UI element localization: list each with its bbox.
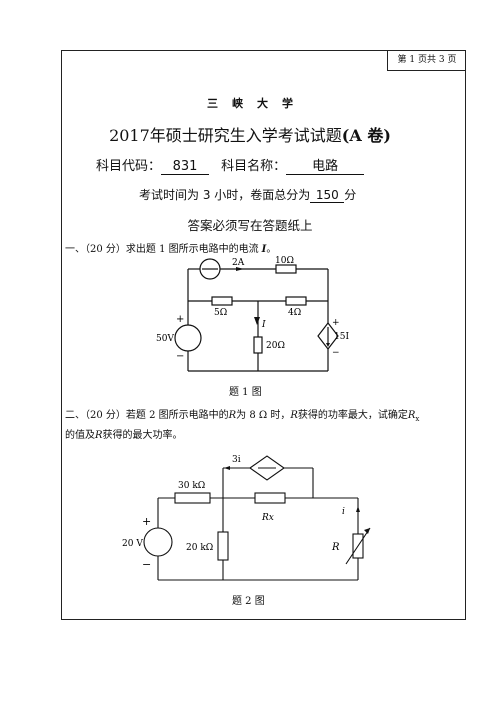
label-plus-2: +: [332, 318, 340, 328]
subject-name: 电路: [286, 155, 365, 175]
resistor-10ohm: [275, 264, 297, 274]
label-30k: 30 kΩ: [178, 481, 205, 491]
subject-name-label: 科目名称：: [221, 159, 287, 174]
label-plus-1: +: [176, 314, 184, 325]
resistor-5ohm: [211, 296, 233, 306]
total-score: 150: [310, 188, 345, 203]
label-20k: 20 kΩ: [186, 543, 213, 553]
label-20ohm: 20Ω: [266, 341, 285, 351]
exam-year: 2017: [109, 126, 150, 145]
label-10ohm: 10Ω: [275, 256, 294, 266]
resistor-20ohm: [253, 336, 263, 354]
circuit-1: 2A 10Ω 5Ω 4Ω I 20Ω 50V + − 15I + −: [156, 256, 349, 372]
label-r: R: [331, 542, 340, 553]
exam-frame: [61, 50, 466, 620]
figure-2-caption: 题 2 图: [232, 596, 265, 607]
label-current-i2: i: [342, 507, 345, 517]
q2-text-2a: 的值及: [65, 430, 95, 441]
label-5ohm: 5Ω: [214, 308, 227, 318]
q1-text: 一、（20 分）求出题 1 图所示电路中的电流: [65, 244, 259, 255]
answer-note: 答案必须写在答题纸上: [187, 218, 313, 233]
question-2-line-2: 的值及R获得的最大功率。: [65, 426, 183, 441]
label-3i: 3i: [232, 455, 241, 465]
q1-var: I: [261, 244, 267, 255]
q1-end: 。: [266, 244, 277, 255]
exam-title: 2017年硕士研究生入学考试试题(A 卷): [0, 122, 500, 146]
label-minus-2: −: [332, 348, 340, 358]
page-info: 第 1 页共 3 页: [387, 50, 466, 71]
q2-var-rx-sub: x: [415, 415, 420, 423]
dependent-source-15i: [317, 322, 339, 350]
resistor-4ohm: [285, 296, 307, 306]
label-plus-3: +: [142, 515, 151, 528]
subject-code-label: 科目代码：: [96, 159, 162, 174]
label-minus-1: −: [176, 351, 184, 362]
label-2a: 2A: [232, 258, 245, 268]
exam-paper: (A 卷): [341, 126, 391, 145]
time-text: 考试时间为 3 小时，卷面总分为: [139, 188, 311, 202]
subject-line: 科目代码：831 科目名称：电路: [96, 155, 365, 175]
school-name: 三峡大学: [207, 97, 307, 110]
label-4ohm: 4Ω: [288, 308, 301, 318]
resistor-20k: [217, 531, 229, 561]
label-current-i: I: [261, 320, 266, 330]
label-20v: 20 V: [122, 539, 143, 549]
q2-var-r3: R: [95, 430, 103, 441]
exam-title-text: 年硕士研究生入学考试试题: [149, 126, 342, 145]
label-50v: 50V: [156, 334, 174, 344]
q2-var-rx: R: [407, 410, 416, 421]
resistor-r: [352, 533, 364, 559]
label-15i: 15I: [334, 332, 349, 342]
q2-text-2c: 获得的最大功率。: [102, 430, 183, 441]
dependent-source-3i: [249, 455, 285, 481]
label-rx: Rx: [261, 513, 274, 523]
resistor-30k: [174, 492, 211, 504]
time-text-end: 分: [344, 188, 357, 202]
voltage-source-50v: [174, 324, 202, 352]
q2-text-a: 二、（20 分）若题 2 图所示电路中的: [65, 410, 229, 421]
voltage-source-20v: [143, 527, 173, 557]
q2-text-e: 获得的功率最大，试确定: [297, 410, 408, 421]
label-minus-3: −: [142, 558, 151, 571]
q2-var-r2: R: [290, 410, 298, 421]
resistor-rx: [254, 492, 286, 504]
current-source-2a: [199, 258, 221, 280]
figure-1-caption: 题 1 图: [229, 387, 262, 398]
q2-text-c: 为 8 Ω 时，: [236, 410, 291, 421]
question-2-line-1: 二、（20 分）若题 2 图所示电路中的R为 8 Ω 时，R获得的功率最大，试确…: [65, 406, 419, 423]
q2-var-r1: R: [228, 410, 237, 421]
circuit-2: 3i 30 kΩ Rx i 20 V + − 20 kΩ R: [122, 455, 371, 581]
subject-code: 831: [161, 159, 210, 175]
